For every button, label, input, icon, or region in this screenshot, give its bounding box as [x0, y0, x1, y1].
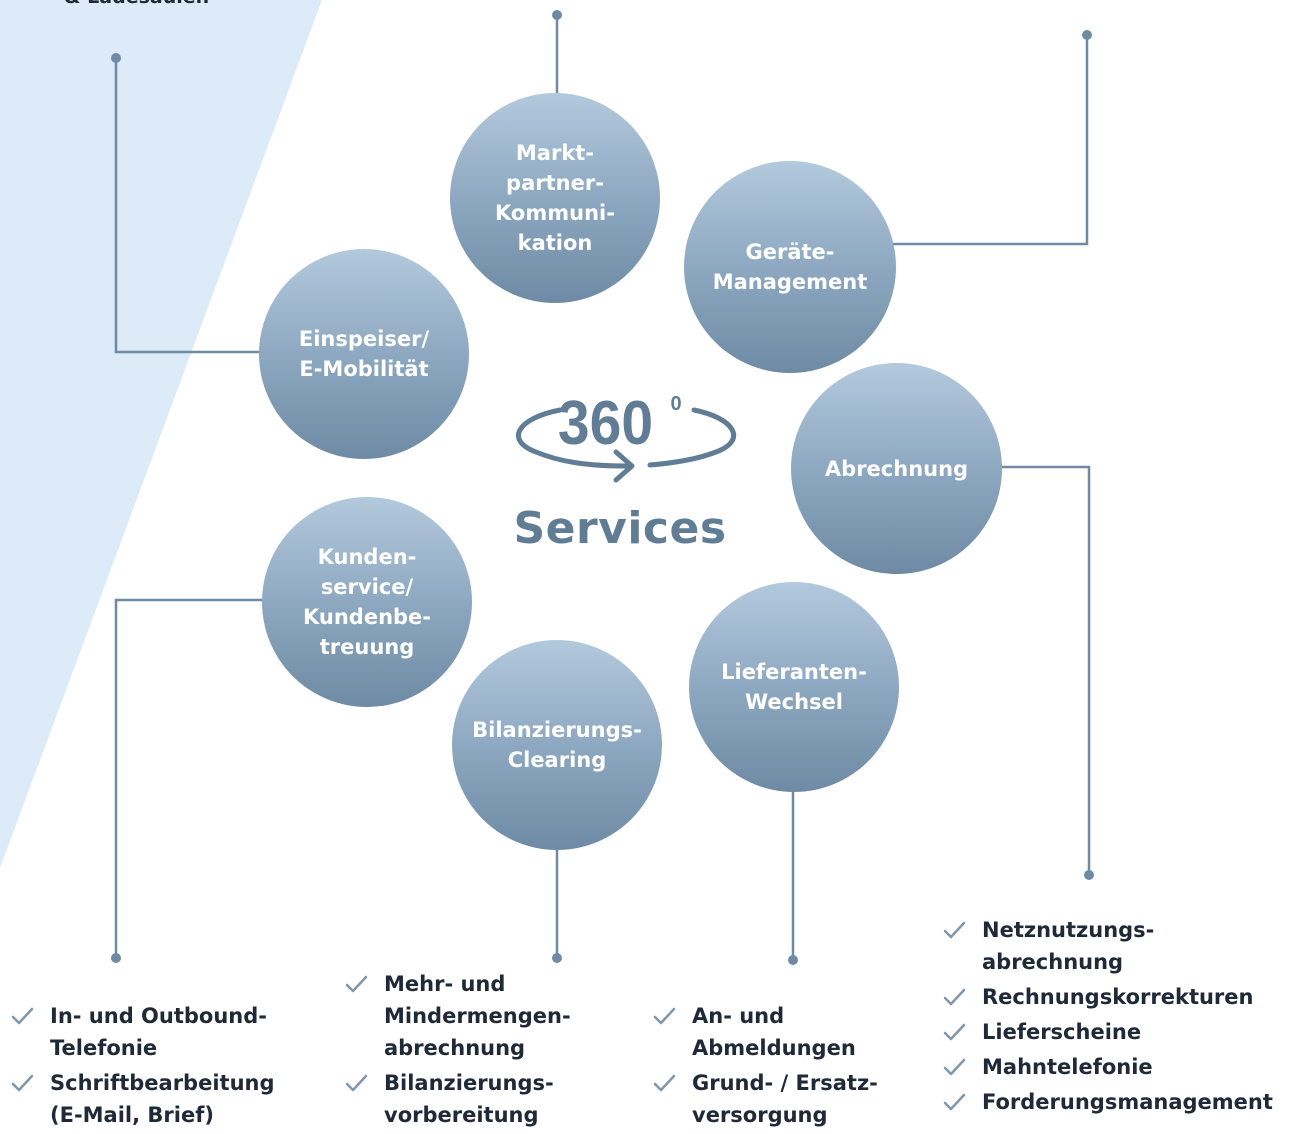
top-clipped-label: & Ladesäulen	[64, 0, 209, 8]
connector-abrechnung	[1000, 465, 1091, 875]
connector-dot	[111, 53, 121, 63]
list-item-text: Lieferscheine	[982, 1020, 1142, 1044]
node-label: Lieferanten- Wechsel	[721, 660, 867, 714]
list-item-text: Mahntelefonie	[982, 1055, 1153, 1079]
list-item-text: Schriftbearbeitung (E-Mail, Brief)	[50, 1071, 275, 1127]
checkmark-icon	[653, 1007, 676, 1025]
logo-number: 360	[558, 388, 653, 458]
checkmark-icon	[943, 1023, 966, 1041]
list-item: Netznutzungs- abrechnung	[940, 914, 1305, 978]
connector-dot	[552, 10, 562, 20]
connector-dot	[1082, 30, 1092, 40]
node-label: Markt- partner- Kommuni- kation	[495, 141, 615, 255]
checkmark-icon	[345, 1074, 368, 1092]
list-item: Mahntelefonie	[940, 1051, 1305, 1083]
node-label: Kunden- service/ Kundenbe- treuung	[302, 545, 432, 659]
list-item: An- und Abmeldungen	[650, 1000, 910, 1064]
checkmark-icon	[943, 988, 966, 1006]
node-bilanzierungs-clearing: Bilanzierungs- Clearing	[452, 640, 662, 850]
list-item: Rechnungskorrekturen	[940, 981, 1305, 1013]
node-kundenservice: Kunden- service/ Kundenbe- treuung	[262, 497, 472, 707]
connector-kundenservice	[114, 598, 263, 958]
node-label: Einspeiser/ E-Mobilität	[298, 327, 430, 381]
connector-dot	[1084, 870, 1094, 880]
rotation-arrow-icon	[516, 407, 737, 483]
list-item-text: Grund- / Ersatz- versorgung	[692, 1071, 878, 1127]
checkmark-icon	[11, 1074, 34, 1092]
connector-einspeiser	[114, 58, 263, 354]
node-label: Geräte- Management	[712, 240, 868, 294]
connector-dot	[111, 953, 121, 963]
list-item-text: Mehr- und Mindermengen- abrechnung	[384, 972, 571, 1060]
connector-dot	[552, 953, 562, 963]
list-item: Lieferscheine	[940, 1016, 1305, 1048]
node-label: Abrechnung	[824, 456, 969, 481]
checkmark-icon	[943, 1058, 966, 1076]
connector-dot	[788, 955, 798, 965]
node-abrechnung: Abrechnung	[791, 363, 1002, 574]
connector-geraete	[893, 35, 1089, 246]
checkmark-icon	[11, 1007, 34, 1025]
list-item: Forderungsmanagement	[940, 1086, 1305, 1118]
checkmark-icon	[943, 921, 966, 939]
logo-360: 360 0	[516, 388, 737, 483]
node-marktpartner-kommunikation: Markt- partner- Kommuni- kation	[450, 93, 660, 303]
node-label: Bilanzierungs- Clearing	[472, 718, 642, 772]
logo-degree: 0	[670, 393, 681, 415]
list-item-text: An- und Abmeldungen	[692, 1004, 856, 1060]
list-item: Mehr- und Mindermengen- abrechnung	[342, 968, 632, 1064]
services-title: Services	[513, 503, 727, 554]
checkmark-icon	[345, 975, 368, 993]
node-geraete-management: Geräte- Management	[684, 161, 896, 373]
list-item-text: Rechnungskorrekturen	[982, 985, 1254, 1009]
list-item: Grund- / Ersatz- versorgung	[650, 1067, 910, 1131]
list-item-text: Netznutzungs- abrechnung	[982, 918, 1155, 974]
list-item: Bilanzierungs- vorbereitung	[342, 1067, 632, 1131]
checkmark-icon	[653, 1074, 676, 1092]
list-item-text: In- und Outbound- Telefonie	[50, 1004, 267, 1060]
list-item: In- und Outbound- Telefonie	[8, 1000, 298, 1064]
checkmark-icon	[943, 1093, 966, 1111]
list-item-text: Bilanzierungs- vorbereitung	[384, 1071, 554, 1127]
node-lieferanten-wechsel: Lieferanten- Wechsel	[689, 582, 899, 792]
list-item-text: Forderungsmanagement	[982, 1090, 1273, 1114]
node-einspeiser-e-mobilitaet: Einspeiser/ E-Mobilität	[259, 249, 469, 459]
list-item: Schriftbearbeitung (E-Mail, Brief)	[8, 1067, 298, 1131]
